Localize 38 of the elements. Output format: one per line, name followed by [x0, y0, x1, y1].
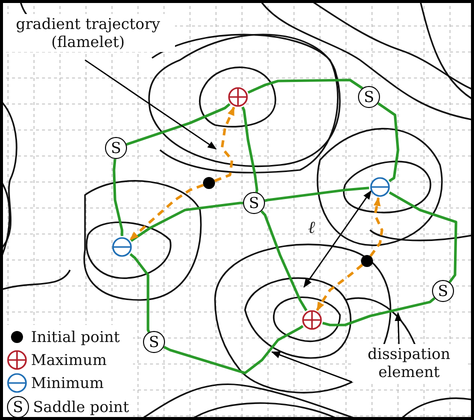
legend-text: Initial point [31, 328, 120, 346]
separation-line [163, 325, 304, 374]
saddle-point-symbol: S [143, 331, 165, 353]
length-label: ℓ [308, 218, 316, 238]
separation-line [322, 297, 436, 326]
initial-point-dot [203, 177, 215, 189]
separation-line [126, 103, 230, 146]
trajectory-arrow [369, 196, 384, 257]
legend-text: Maximum [31, 351, 107, 369]
initial-point-dot [361, 255, 373, 267]
annotation-text: dissipation element [352, 344, 466, 382]
separation-line [388, 191, 458, 283]
legend-saddle-icon: S [7, 396, 29, 417]
saddle-point-symbol: S [432, 280, 454, 302]
saddle-point-symbol: S [243, 192, 265, 214]
annotation-text: gradient trajectory (flamelet) [3, 14, 175, 52]
separation-line [377, 102, 400, 182]
saddle-point-symbol: S [358, 86, 380, 108]
trajectory-arrow [214, 106, 236, 182]
minimum-symbol [112, 237, 132, 257]
separation-line [112, 158, 124, 236]
maximum-symbol [228, 87, 248, 107]
separation-line [248, 78, 364, 94]
separation-line [130, 253, 150, 333]
trajectory-arrow [129, 184, 204, 241]
separation-line [241, 106, 258, 193]
legend-text: Saddle point [33, 398, 129, 416]
minimum-symbol [370, 177, 390, 197]
trajectory-arrow [316, 264, 364, 312]
leader-line [84, 59, 217, 150]
separation-line [130, 202, 243, 242]
separation-line [264, 186, 370, 202]
saddle-point-symbol: S [105, 137, 127, 159]
maximum-symbol [302, 310, 322, 330]
separation-line [260, 210, 308, 312]
legend-text: Minimum [31, 374, 104, 392]
leader-line [394, 312, 402, 346]
leader-line [271, 351, 352, 383]
